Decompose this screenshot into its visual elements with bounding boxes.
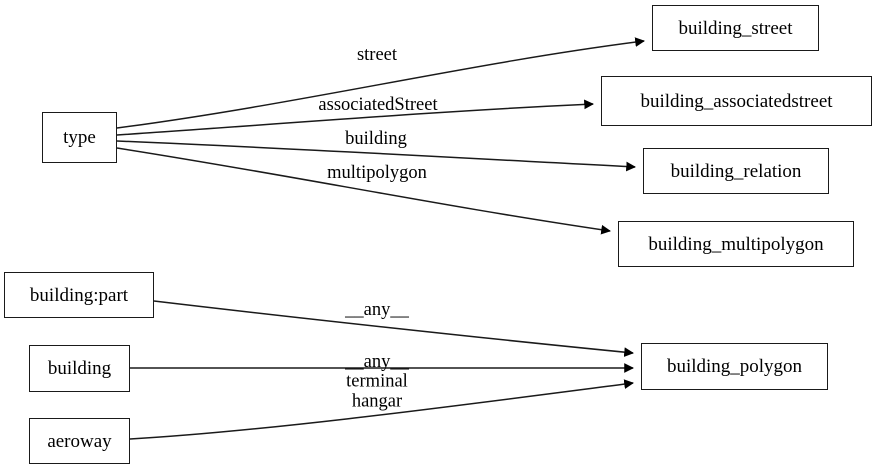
edge-label-building: building bbox=[345, 129, 407, 150]
edge-label-street: street bbox=[356, 45, 398, 66]
node-building[interactable]: building bbox=[29, 345, 130, 392]
node-building-polygon[interactable]: building_polygon bbox=[641, 343, 828, 390]
node-label: type bbox=[63, 127, 96, 148]
node-label: building_multipolygon bbox=[648, 233, 824, 255]
node-label: building_associatedstreet bbox=[640, 90, 833, 112]
node-label: building_relation bbox=[670, 160, 802, 182]
node-label: building bbox=[47, 358, 112, 379]
edge-label-any-part: __any__ bbox=[345, 300, 409, 321]
node-label: building_polygon bbox=[666, 356, 803, 377]
node-type[interactable]: type bbox=[42, 112, 117, 163]
edge-label-associatedstreet: associatedStreet bbox=[318, 95, 438, 116]
node-building-relation[interactable]: building_relation bbox=[643, 148, 829, 194]
node-aeroway[interactable]: aeroway bbox=[29, 418, 130, 464]
edge-type-building_multipolygon bbox=[116, 147, 611, 235]
node-building-street[interactable]: building_street bbox=[652, 5, 819, 51]
edge-label-terminal-hangar: terminal hangar bbox=[346, 371, 408, 411]
node-building-part[interactable]: building:part bbox=[4, 272, 154, 318]
node-label: building:part bbox=[29, 284, 129, 306]
node-label: aeroway bbox=[47, 430, 112, 452]
node-building-multipolygon[interactable]: building_multipolygon bbox=[618, 221, 854, 267]
node-label: building_street bbox=[678, 17, 793, 39]
node-building-associatedstreet[interactable]: building_associatedstreet bbox=[601, 76, 872, 126]
edge-label-any-building: __any__ bbox=[345, 352, 409, 373]
edge-label-multipolygon: multipolygon bbox=[327, 163, 427, 184]
